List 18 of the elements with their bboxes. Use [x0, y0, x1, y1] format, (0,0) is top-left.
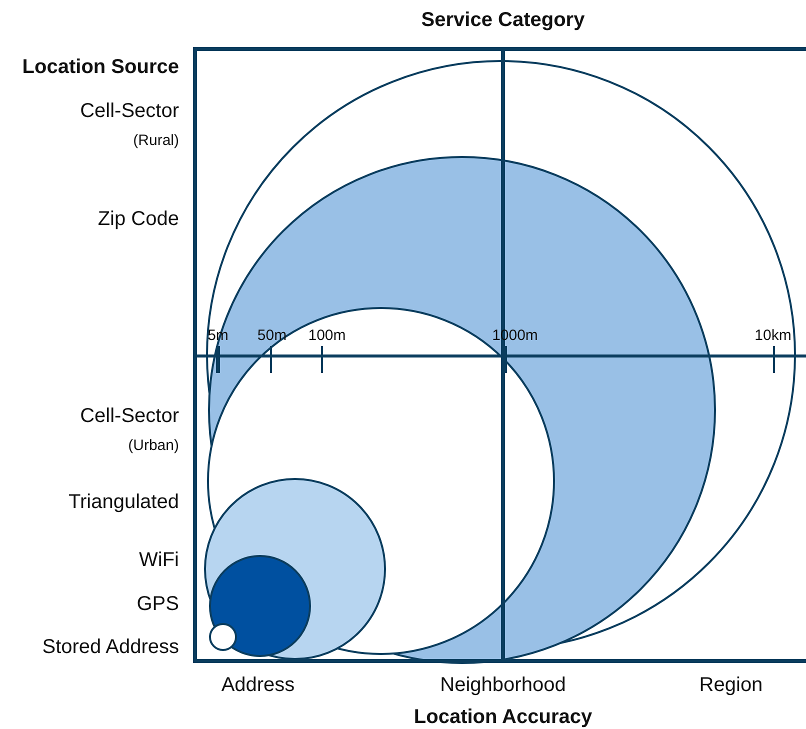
row-label: Zip Code [98, 208, 179, 230]
row-label: Stored Address [42, 636, 179, 658]
axis-title: Location Accuracy [414, 706, 592, 728]
tick-label: 10km [754, 328, 792, 344]
column-label: Region [699, 674, 763, 696]
axis-title: Location Source [22, 56, 179, 78]
tick-label: 50m [257, 328, 287, 344]
row-label: Triangulated [68, 491, 179, 513]
column-label: Neighborhood [440, 674, 566, 696]
axis-title: Service Category [421, 9, 585, 31]
row-label: GPS [136, 593, 179, 615]
row-label: WiFi [139, 549, 179, 571]
column-label: Address [221, 674, 295, 696]
tick-label: 100m [308, 328, 346, 344]
row-sublabel: (Urban) [128, 438, 179, 454]
row-sublabel: (Rural) [133, 132, 179, 150]
row-label: Cell-Sector [80, 405, 179, 427]
row-label: Cell-Sector [80, 100, 179, 122]
